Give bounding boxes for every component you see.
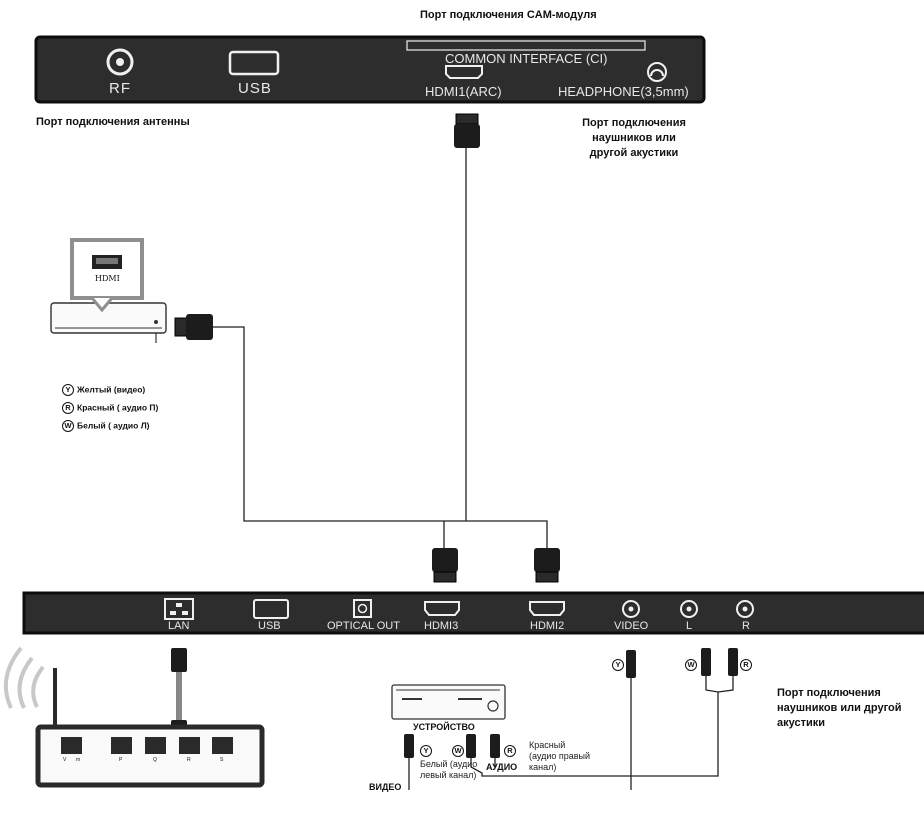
hdmi-cable-main — [213, 326, 548, 548]
mark-r-top: R — [740, 656, 755, 674]
video-cable-label: ВИДЕО — [369, 782, 402, 792]
red-audio-label: Красный (аудио правый канал) — [529, 740, 591, 772]
av-device — [391, 684, 506, 720]
router-port-s: S — [220, 757, 224, 763]
device-label: УСТРОЙСТВО — [413, 722, 475, 732]
white-audio-label: Белый (аудио левый канал) — [420, 759, 478, 780]
l-label: L — [686, 620, 693, 632]
optical-port-icon — [353, 599, 372, 618]
router-port-p: P — [119, 757, 123, 763]
hdmi2-label: HDMI2 — [530, 620, 565, 632]
hdmi-connector-player — [174, 314, 213, 340]
hdmi2-port-icon — [529, 601, 565, 616]
mark-w-top: W — [685, 656, 700, 674]
hdmi3-label: HDMI3 — [424, 620, 459, 632]
audio-cable-bottom — [470, 692, 719, 777]
hdmi-connector-hdmi3 — [432, 548, 458, 583]
mark-w-bottom: W — [452, 742, 467, 760]
audio-port-label: Порт подключения наушников или другой ак… — [777, 687, 902, 729]
lan-label: LAN — [168, 620, 190, 632]
audio-label: АУДИО — [486, 762, 518, 772]
antenna-port-label: Порт подключения антенны — [36, 116, 190, 128]
usb2-label: USB — [258, 620, 281, 632]
router-port-q: Q — [153, 757, 157, 763]
r-label: R — [742, 620, 750, 632]
rca-audio-plugs-top — [701, 648, 738, 693]
ci-label: COMMON INTERFACE (CI) — [445, 51, 608, 66]
mark-y-bottom: Y — [420, 742, 435, 760]
hdmi-connector-hdmi2 — [534, 548, 560, 583]
l-jack-icon — [680, 600, 698, 618]
hdmi1-label: HDMI1(ARC) — [425, 84, 502, 99]
hdmi-connector-top — [454, 113, 480, 148]
video-jack-icon — [622, 600, 640, 618]
hdmi1-port-icon — [445, 65, 483, 79]
usb2-port-icon — [253, 599, 289, 619]
video-label: VIDEO — [614, 620, 649, 632]
usb-label: USB — [238, 80, 272, 97]
rca-white-plug — [466, 734, 476, 758]
optical-label: OPTICAL OUT — [327, 620, 400, 632]
r-jack-icon — [736, 600, 754, 618]
headphone-port-label: Порт подключения наушников или другой ак… — [582, 117, 686, 159]
bottom-tv-panel — [22, 591, 924, 635]
router-port-v: V — [63, 757, 67, 763]
cam-port-title: Порт подключения CAM-модуля — [420, 9, 597, 21]
ci-slot — [406, 40, 646, 51]
mark-r-bottom: R — [504, 742, 519, 760]
lan-port-icon — [164, 598, 194, 620]
router-port-r: R — [187, 757, 191, 763]
rca-red-plug — [490, 734, 500, 758]
router-port-m: m — [76, 757, 81, 763]
rca-video-plug-bottom — [404, 734, 414, 790]
rca-video-plug-top — [626, 650, 636, 790]
rf-label: RF — [109, 80, 131, 97]
top-tv-panel — [34, 35, 706, 104]
usb-port-icon — [228, 50, 280, 76]
router — [3, 646, 265, 788]
headphone-icon — [647, 62, 667, 82]
mark-y-top: Y — [612, 656, 627, 674]
hdmi3-port-icon — [424, 601, 460, 616]
player-device — [50, 238, 167, 343]
rf-icon — [106, 48, 134, 76]
player-hdmi-label: HDMI — [95, 274, 120, 283]
headphone-label: HEADPHONE(3,5mm) — [558, 84, 689, 99]
